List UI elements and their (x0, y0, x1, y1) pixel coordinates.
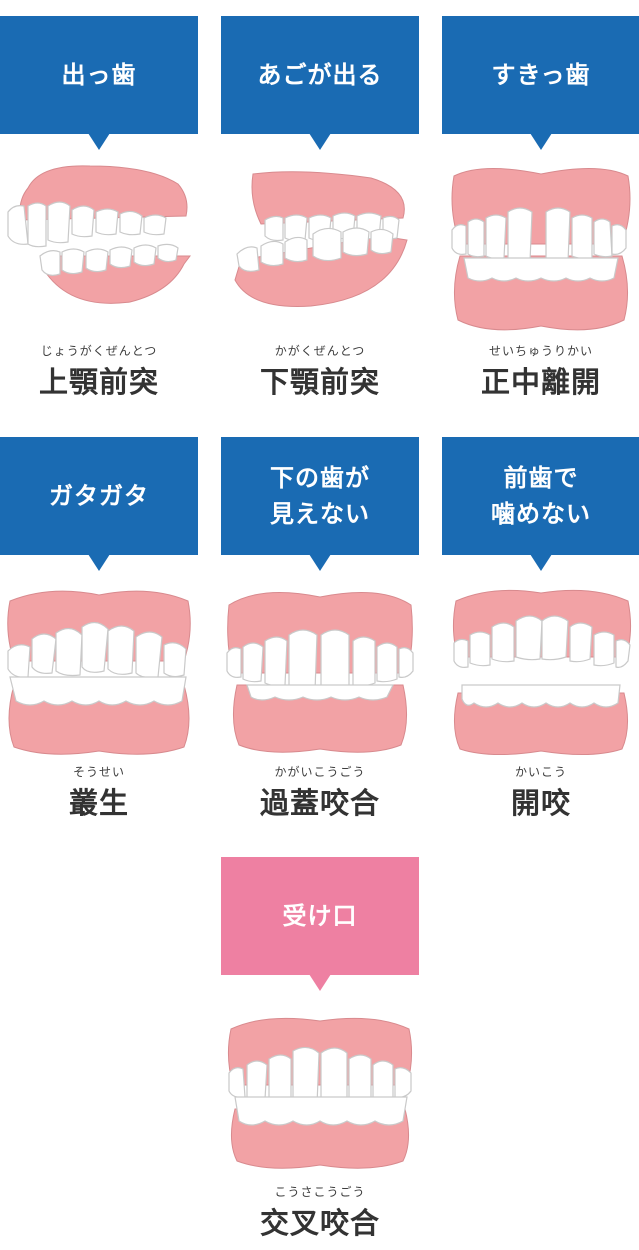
card-label: ガタガタ (0, 437, 198, 555)
card-term: 上顎前突 (38, 365, 159, 399)
card-term: 下顎前突 (259, 365, 380, 399)
card-label: 下の歯が 見えない (221, 437, 419, 555)
card-term: 開咬 (510, 786, 571, 820)
teeth-crowding-icon (0, 581, 198, 761)
card-label-text: ガタガタ (49, 482, 149, 510)
card-ruby: じょうがくぜんとつ (40, 344, 158, 358)
card-ruby: かいこう (514, 765, 567, 779)
card-label: 出っ歯 (0, 16, 198, 134)
card-ruby: こうさこうごう (274, 1185, 366, 1199)
teeth-underbite-side-icon (221, 160, 419, 340)
card-underbite: あごが出る かがくぜんとつ 下顎前突 (221, 16, 419, 399)
card-ruby: かがいこうごう (274, 765, 366, 779)
card-label-text: 出っ歯 (61, 61, 137, 89)
card-label: 受け口 (221, 857, 419, 975)
card-ruby: せいちゅうりかい (488, 344, 593, 358)
card-term: 正中離開 (480, 365, 601, 399)
card-label-text: 下の歯が 見えない (270, 464, 370, 528)
card-label-text: 前歯で 噛めない (491, 464, 591, 528)
card-ruby: かがくぜんとつ (274, 344, 366, 358)
card-term: 交叉咬合 (259, 1206, 380, 1240)
teeth-diastema-icon (442, 160, 639, 340)
card-term: 過蓋咬合 (259, 786, 380, 820)
card-deepbite: 下の歯が 見えない かがいこうごう 過蓋咬合 (221, 437, 419, 820)
card-diastema: すきっ歯 せいちゅうりかい 正中離開 (442, 16, 639, 399)
card-ruby: そうせい (72, 765, 125, 779)
card-overjet: 出っ歯 じょうがくぜんとつ 上顎前突 (0, 16, 198, 399)
teeth-crossbite-icon (221, 1001, 419, 1181)
teeth-deepbite-icon (221, 581, 419, 761)
card-label-text: あごが出る (257, 61, 383, 89)
card-crowding: ガタガタ そうせい 叢生 (0, 437, 198, 820)
teeth-openbite-icon (442, 581, 639, 761)
card-label-text: すきっ歯 (491, 61, 591, 89)
card-label: すきっ歯 (442, 16, 639, 134)
card-term: 叢生 (68, 786, 129, 820)
card-label-text: 受け口 (282, 902, 358, 930)
card-label: 前歯で 噛めない (442, 437, 639, 555)
card-crossbite: 受け口 こうさこうごう 交叉咬合 (221, 857, 419, 1240)
card-label: あごが出る (221, 16, 419, 134)
card-openbite: 前歯で 噛めない かいこう 開咬 (442, 437, 639, 820)
teeth-overjet-side-icon (0, 160, 198, 340)
